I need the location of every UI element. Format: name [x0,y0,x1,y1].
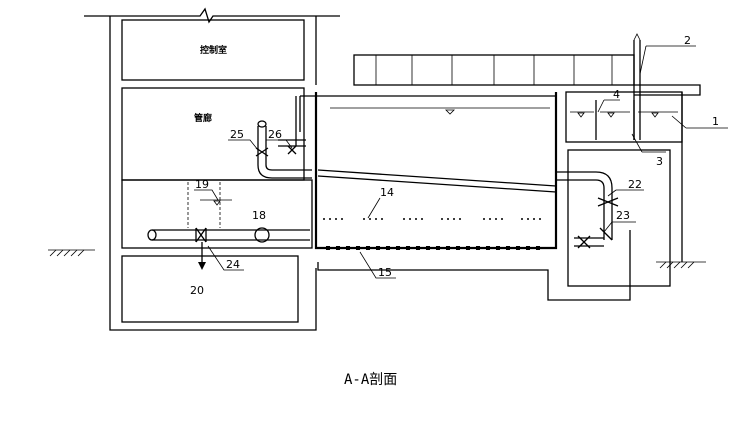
label-23: 23 [616,209,630,222]
control-building [48,7,340,331]
label-2: 2 [684,34,691,47]
label-18: 18 [252,209,266,222]
bottom-nozzles [326,246,540,250]
label-3: 3 [656,155,663,168]
callouts: 1 2 3 4 14 15 18 19 20 22 23 24 25 26 [190,34,728,297]
gallery-label: 管廊 [194,112,212,124]
label-1: 1 [712,115,719,128]
filter-media-dots [323,218,541,220]
label-20: 20 [190,284,204,297]
label-26: 26 [268,128,282,141]
control-room-label: 控制室 [200,44,227,56]
right-channel [565,33,706,287]
label-19: 19 [195,178,209,191]
label-24: 24 [226,258,240,271]
pipework [147,96,619,270]
label-22: 22 [628,178,642,191]
label-25: 25 [230,128,244,141]
label-4: 4 [613,88,620,101]
figure-caption: A-A剖面 [344,372,397,388]
label-14: 14 [380,186,394,199]
label-15: 15 [378,266,392,279]
